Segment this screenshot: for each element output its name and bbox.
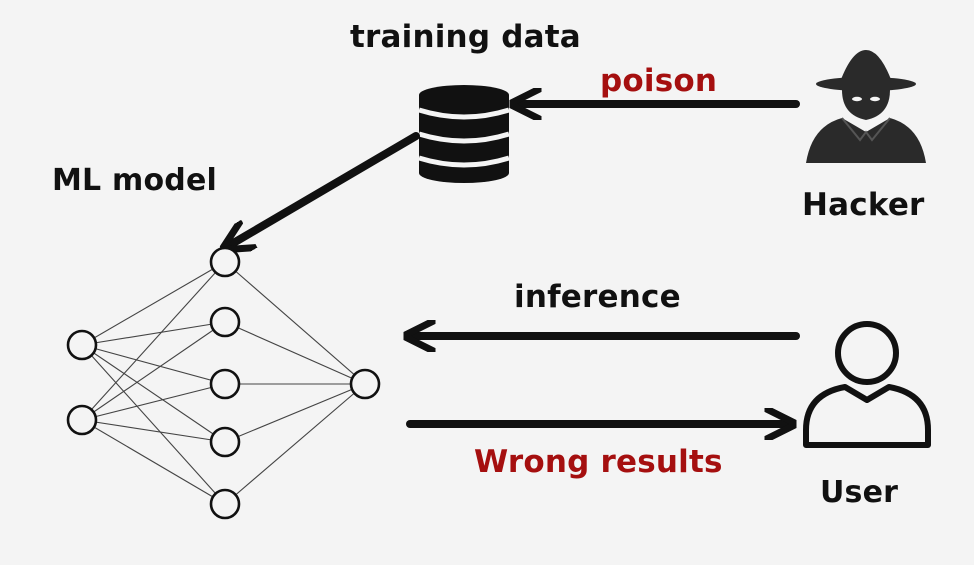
network-edge — [81, 344, 226, 505]
network-node — [209, 368, 241, 400]
neural-network — [66, 246, 381, 520]
network-edge — [81, 344, 226, 385]
user-icon — [803, 321, 931, 448]
database-icon — [418, 85, 510, 183]
network-node — [209, 246, 241, 278]
network-node — [209, 488, 241, 520]
network-edge — [81, 383, 226, 421]
network-edge — [224, 261, 366, 385]
network-connections — [81, 261, 366, 505]
network-edge — [224, 383, 366, 443]
training-arrow — [230, 132, 420, 245]
network-edge — [81, 321, 226, 346]
wrong-results-label: Wrong results — [474, 444, 723, 480]
network-edge — [224, 321, 366, 385]
ml-model-label: ML model — [52, 163, 217, 198]
network-edge — [224, 383, 366, 505]
network-node — [66, 404, 98, 436]
network-edge — [81, 261, 226, 346]
network-edge — [81, 321, 226, 421]
network-edge — [81, 344, 226, 443]
poison-label: poison — [600, 63, 718, 99]
network-node — [209, 426, 241, 458]
training-data-label: training data — [350, 19, 581, 55]
hacker-icon — [806, 50, 926, 163]
inference-label: inference — [514, 279, 681, 315]
network-edge — [81, 419, 226, 443]
network-node — [66, 329, 98, 361]
network-edge — [81, 419, 226, 505]
user-label: User — [820, 475, 899, 510]
network-node — [209, 306, 241, 338]
network-edge — [81, 261, 226, 421]
network-node — [349, 368, 381, 400]
hacker-label: Hacker — [802, 187, 925, 223]
